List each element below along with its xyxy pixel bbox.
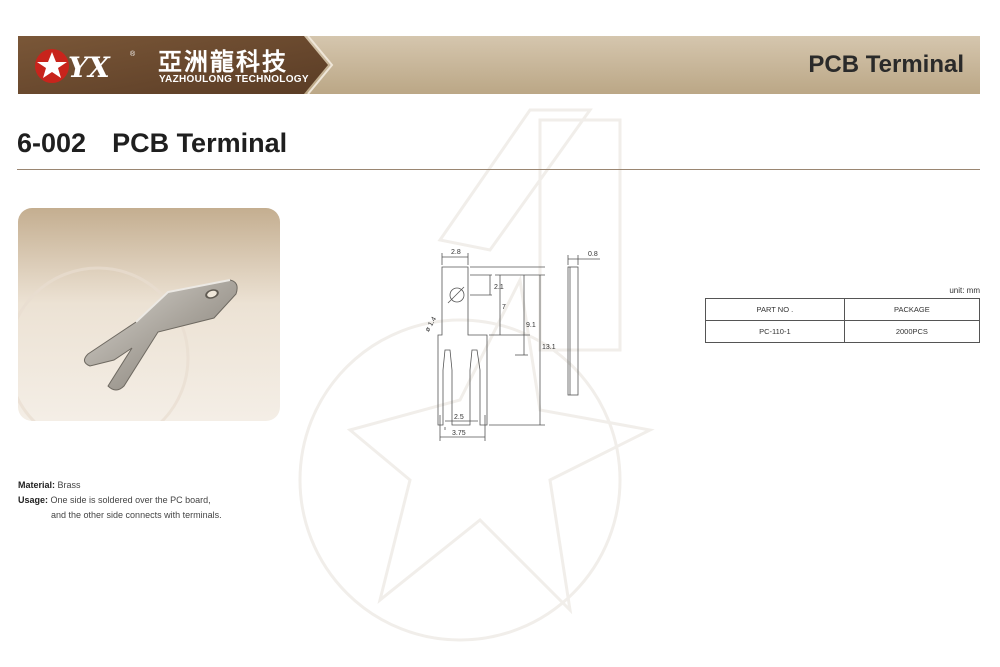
logo-chinese-name: 亞洲龍科技 bbox=[158, 47, 288, 76]
dim-body-len: 7 bbox=[502, 304, 506, 311]
cell-package: 2000PCS bbox=[843, 320, 981, 343]
dim-gap: 2.5 bbox=[454, 414, 464, 421]
dim-mid-len: 9.1 bbox=[526, 322, 536, 329]
page-title: 6-002 PCB Terminal bbox=[17, 128, 287, 159]
material-label: Material: bbox=[18, 480, 56, 490]
spec-table: PART NO . PACKAGE PC-110-1 2000PCS bbox=[705, 298, 981, 343]
material-value: Brass bbox=[57, 480, 81, 490]
watermark-logo bbox=[298, 108, 655, 642]
title-divider bbox=[17, 169, 980, 170]
usage-label: Usage: bbox=[18, 495, 49, 505]
svg-text:®: ® bbox=[130, 50, 136, 58]
material-line: Material: Brass bbox=[18, 478, 222, 493]
table-row: PC-110-1 2000PCS bbox=[705, 320, 981, 343]
logo-mark-text: YX bbox=[68, 51, 111, 84]
column-header-package: PACKAGE bbox=[843, 298, 981, 321]
dim-hole-dia: ø 1.4 bbox=[424, 316, 438, 333]
header-title: PCB Terminal bbox=[808, 51, 964, 78]
company-logo-icon: YX ® bbox=[35, 49, 136, 84]
logo-english-name: YAZHOULONG TECHNOLOGY bbox=[159, 74, 309, 85]
product-code: 6-002 bbox=[17, 128, 87, 158]
dim-total-len: 13.1 bbox=[542, 344, 556, 351]
usage-text-1: One side is soldered over the PC board, bbox=[50, 495, 211, 505]
dim-top-width: 2.8 bbox=[451, 249, 461, 256]
dim-hole-offset: 2.1 bbox=[494, 284, 504, 291]
usage-text-2: and the other side connects with termina… bbox=[51, 510, 222, 520]
technical-drawing: 2.8 ø 1.4 2.1 7 9.1 13.1 2.5 3.75 0.8 bbox=[424, 249, 600, 441]
table-header-row: PART NO . PACKAGE bbox=[705, 298, 981, 321]
dim-bottom-width: 3.75 bbox=[452, 430, 466, 437]
header-banner: YX ® 亞洲龍科技 YAZHOULONG TECHNOLOGY PCB Ter… bbox=[18, 36, 980, 94]
dim-thickness: 0.8 bbox=[588, 251, 598, 258]
product-photo bbox=[18, 208, 280, 421]
product-info: Material: Brass Usage: One side is solde… bbox=[18, 478, 222, 523]
usage-line: Usage: One side is soldered over the PC … bbox=[18, 493, 222, 508]
cell-part-no: PC-110-1 bbox=[705, 320, 845, 343]
column-header-part-no: PART NO . bbox=[705, 298, 845, 321]
header-background bbox=[18, 36, 980, 94]
unit-label: unit: mm bbox=[949, 286, 980, 295]
product-name: PCB Terminal bbox=[112, 128, 288, 158]
